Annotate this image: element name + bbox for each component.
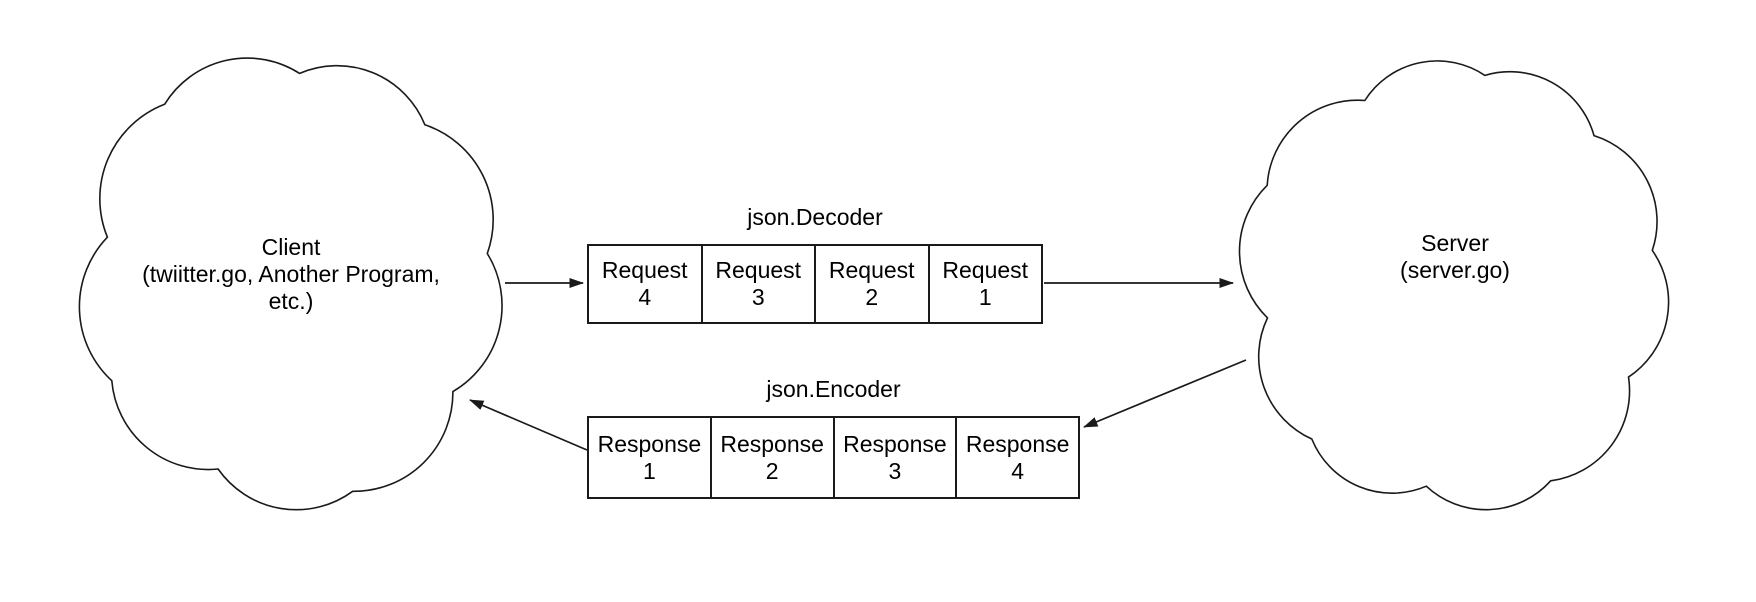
cell-label: Request [942,257,1029,283]
request-queue-cell: Request 4 [589,246,703,322]
cell-label: Response [720,430,824,457]
response-queue-cell: Response 3 [835,418,958,497]
arrow-server-to-response-queue [1083,359,1247,428]
response-queue-title: json.Encoder [766,376,901,402]
cell-number: 2 [865,284,879,310]
cell-label: Request [715,257,802,283]
client-cloud-label-line: (twiitter.go, Another Program, [142,261,440,287]
server-cloud-label-line: Server [1421,230,1489,256]
response-queue-cell: Response 2 [712,418,835,497]
cell-label: Request [601,257,688,283]
request-queue-title: json.Decoder [747,204,883,230]
request-queue-cell: Request 1 [930,246,1042,322]
client-cloud-label: Client (twiitter.go, Another Program, et… [91,234,491,315]
cell-label: Request [828,257,915,283]
cell-number: 1 [642,457,656,484]
response-queue: Response 1 Response 2 Response 3 Respons… [587,416,1080,499]
client-cloud-label-line: etc.) [268,288,314,314]
server-cloud-shape [1238,60,1670,511]
cell-number: 3 [751,284,765,310]
client-cloud-label-line: Client [261,234,321,260]
cell-label: Response [965,430,1070,457]
response-queue-cell: Response 1 [589,418,712,497]
cell-label: Response [843,430,947,457]
cell-number: 2 [765,457,779,484]
request-queue-cell: Request 2 [816,246,930,322]
request-queue-cell: Request 3 [703,246,816,322]
request-queue: Request 4 Request 3 Request 2 Request 1 [587,244,1043,324]
arrow-response-queue-to-client [469,399,588,451]
cell-number: 4 [1011,457,1025,484]
response-queue-cell: Response 4 [957,418,1078,497]
cell-number: 4 [638,284,652,310]
server-cloud-label-line: (server.go) [1400,257,1510,283]
cell-label: Response [597,430,702,457]
cell-number: 1 [978,284,992,310]
cell-number: 3 [888,457,902,484]
server-cloud-label: Server (server.go) [1305,230,1605,284]
client-cloud-shape [78,57,503,511]
